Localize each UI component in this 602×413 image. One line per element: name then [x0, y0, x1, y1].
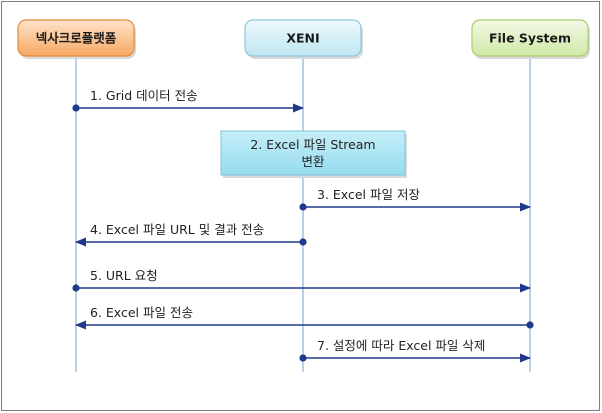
participant-label: File System: [489, 31, 571, 46]
message-origin-dot: [299, 203, 307, 211]
process-box: 2. Excel 파일 Stream 변환: [220, 130, 407, 178]
message: 5. URL 요청: [72, 268, 532, 293]
message: 4. Excel 파일 URL 및 결과 전송: [74, 222, 307, 247]
message-origin-dot: [299, 238, 307, 246]
message-origin-dot: [72, 284, 80, 292]
message-label: 1. Grid 데이터 전송: [90, 88, 198, 103]
message-origin-dot: [526, 321, 534, 329]
message: 6. Excel 파일 전송: [74, 305, 534, 330]
participant-shape: [17, 19, 135, 57]
participants: 넥사크로플랫폼 XENI File System: [17, 19, 590, 59]
participant-shape: [471, 19, 589, 57]
message-label: 7. 설정에 따라 Excel 파일 삭제: [317, 338, 485, 353]
participant-box: File System: [471, 19, 590, 59]
message-label: 3. Excel 파일 저장: [317, 187, 420, 202]
message-origin-dot: [299, 354, 307, 362]
process-label-line1: 2. Excel 파일 Stream: [250, 137, 375, 152]
message-label: 4. Excel 파일 URL 및 결과 전송: [90, 222, 264, 237]
participant-box: 넥사크로플랫폼: [17, 19, 136, 59]
message-label: 6. Excel 파일 전송: [90, 305, 193, 320]
participant-label: XENI: [286, 31, 319, 46]
process-label-line2: 변환: [301, 154, 325, 169]
process-step: 2. Excel 파일 Stream 변환: [220, 130, 407, 178]
message-label: 5. URL 요청: [90, 268, 158, 283]
participant-box: XENI: [244, 19, 363, 59]
messages: 1. Grid 데이터 전송 3. Excel 파일 저장 4. Excel 파일 …: [72, 88, 534, 363]
process-shape: [220, 130, 406, 176]
message-origin-dot: [72, 104, 80, 112]
participant-shape: [244, 19, 362, 57]
message: 7. 설정에 따라 Excel 파일 삭제: [299, 338, 532, 363]
participant-label: 넥사크로플랫폼: [36, 31, 117, 46]
message: 1. Grid 데이터 전송: [72, 88, 305, 113]
message: 3. Excel 파일 저장: [299, 187, 532, 212]
